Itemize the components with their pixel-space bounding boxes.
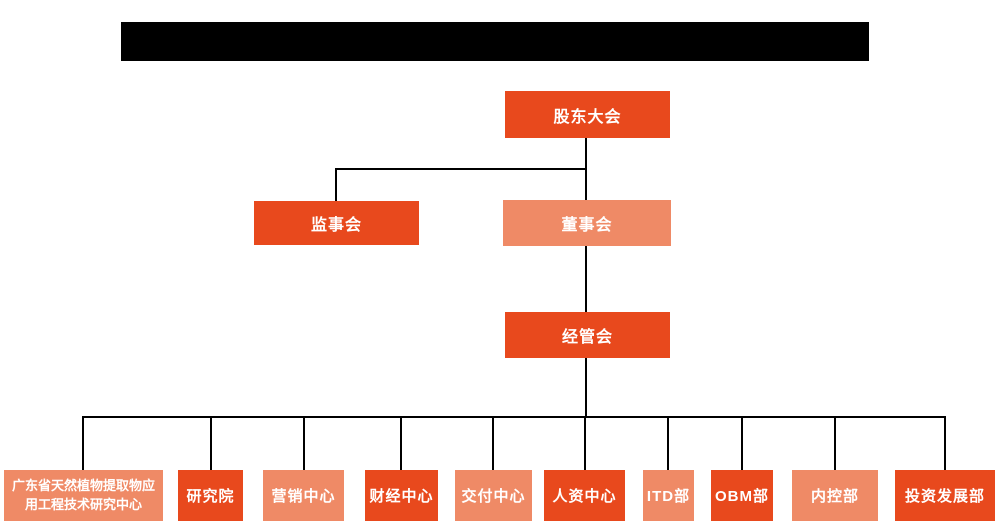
org-node-dept-internal-control: 内控部 [792, 470, 878, 521]
connector-line [585, 168, 587, 201]
org-node-dept-guangdong-plant-extract-research-center: 广东省天然植物提取物应用工程技术研究中心 [4, 470, 163, 521]
org-node-dept-hr-center: 人资中心 [544, 470, 625, 521]
connector-line [335, 168, 337, 202]
connector-line [585, 138, 587, 169]
org-node-dept-obm: OBM部 [711, 470, 773, 521]
connector-line [944, 416, 946, 471]
org-node-board-of-directors: 董事会 [503, 200, 671, 246]
connector-line [335, 168, 587, 170]
connector-line [210, 416, 212, 471]
org-node-dept-research-institute: 研究院 [178, 470, 243, 521]
connector-line [492, 416, 494, 471]
connector-line [741, 416, 743, 471]
org-node-dept-delivery-center: 交付中心 [455, 470, 532, 521]
org-node-dept-investment-development: 投资发展部 [895, 470, 995, 521]
org-node-dept-marketing-center: 营销中心 [263, 470, 344, 521]
connector-line [585, 358, 587, 417]
org-node-shareholders-meeting: 股东大会 [505, 91, 670, 138]
connector-line [834, 416, 836, 471]
org-node-dept-finance-center: 财经中心 [365, 470, 438, 521]
org-node-dept-itd: ITD部 [643, 470, 694, 521]
connector-line [400, 416, 402, 471]
connector-line [667, 416, 669, 471]
redacted-title-block [121, 22, 869, 61]
connector-line [83, 416, 946, 418]
connector-line [303, 416, 305, 471]
org-node-supervisory-board: 监事会 [254, 201, 419, 245]
connector-line [82, 416, 84, 471]
connector-line [585, 246, 587, 312]
connector-line [584, 416, 586, 471]
org-node-management-committee: 经管会 [505, 312, 670, 358]
